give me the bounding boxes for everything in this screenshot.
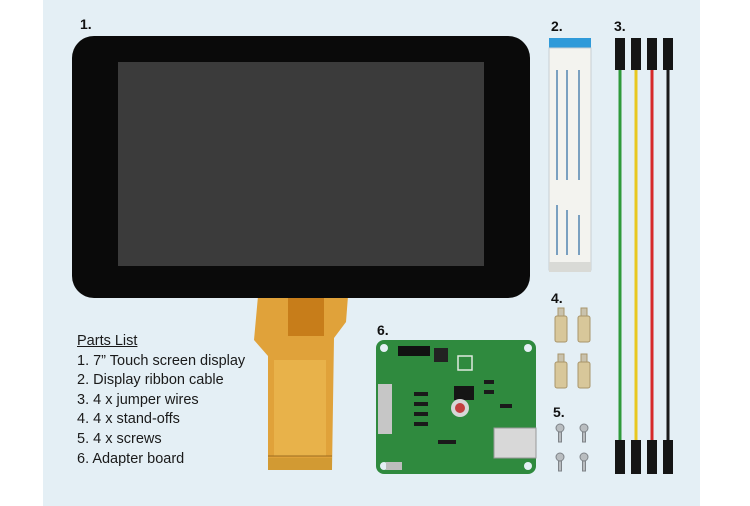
adapter-board	[376, 340, 537, 474]
label-jumper-wires: 3.	[614, 18, 626, 34]
label-display: 1.	[80, 16, 92, 32]
label-ribbon-cable: 2.	[551, 18, 563, 34]
label-standoffs: 4.	[551, 290, 563, 306]
standoffs	[554, 307, 591, 389]
jumper-wires	[615, 38, 673, 474]
parts-list-item: 2. Display ribbon cable	[77, 372, 224, 389]
label-screws: 5.	[553, 404, 565, 420]
parts-list-items: 1. 7” Touch screen display 2. Display ri…	[77, 352, 245, 470]
parts-list: Parts List 1. 7” Touch screen display 2.…	[77, 332, 245, 469]
parts-list-title: Parts List	[77, 333, 138, 349]
parts-list-item: 5. 4 x screws	[77, 430, 162, 447]
parts-list-item: 3. 4 x jumper wires	[77, 391, 199, 408]
ribbon-cable	[548, 38, 592, 272]
parts-list-item: 4. 4 x stand-offs	[77, 411, 180, 428]
parts-list-item: 1. 7” Touch screen display	[77, 352, 246, 369]
screws	[555, 423, 589, 472]
touch-display	[72, 36, 530, 298]
label-adapter-board: 6.	[377, 322, 389, 338]
display-flex-cable	[254, 296, 348, 470]
parts-list-item: 6. Adapter board	[77, 450, 185, 467]
